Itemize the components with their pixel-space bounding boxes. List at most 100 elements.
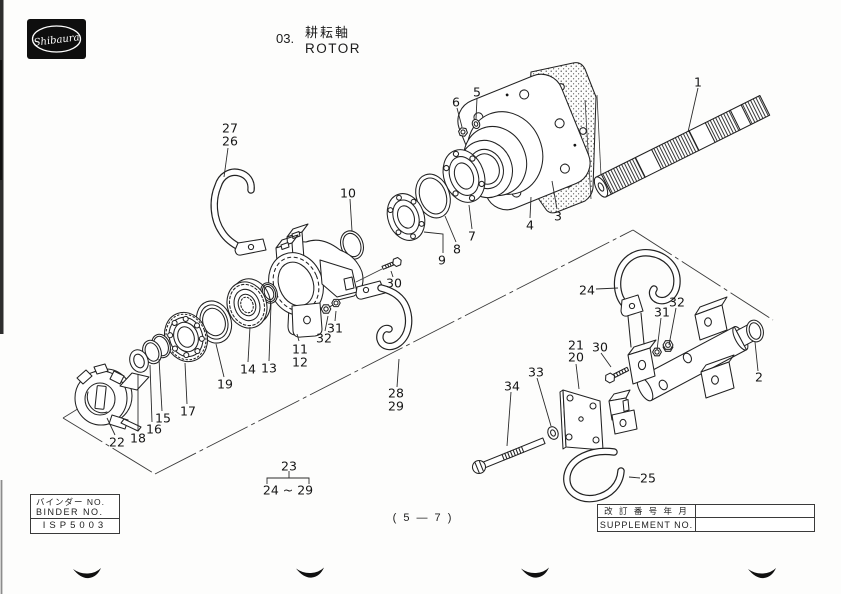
part-bearing-9 [386,193,426,241]
leader-line [475,97,478,120]
part-gear-14 [226,278,272,329]
leader-line [334,310,337,322]
part-oring-2 [746,319,764,343]
callout-number: 9 [438,253,446,268]
callout-number: 16 [146,422,162,437]
callout-number: 24 [579,283,595,298]
callout-number: 30 [386,276,402,291]
callout-number: 1 [694,75,702,90]
callout-number: 25 [640,471,656,486]
leader-line [551,180,558,210]
leader-line [266,477,310,484]
callout-number: 22 [109,435,125,450]
page-title-japanese: 耕耘軸 [305,25,351,40]
supplement-label-japanese: 改 訂 番 号 年 月 [598,505,696,518]
callout-number: 5 [473,85,481,100]
page-number: ( 5 — 7 ) [392,512,454,524]
callout-number: 21 [568,338,584,353]
callout-number: 32 [316,331,332,346]
callout-number: 32 [669,295,685,310]
leader-line [349,198,353,232]
part-clamp-blocks [608,389,638,435]
binder-labels: バインダー NO. BINDER NO. [31,495,119,519]
part-rotor-shaft-1 [593,94,771,198]
supplement-value-top-cell [696,505,814,518]
leader-line [296,333,300,342]
callout-number: 4 [526,218,534,233]
leader-line [687,87,699,133]
leader-line [444,215,457,243]
callout-number: 34 [504,379,520,394]
part-mount-plate-20-21 [559,389,604,451]
callout-number: 13 [261,361,277,376]
callout-number: 15 [155,411,171,426]
part-nut-31-left [331,298,341,308]
binder-label-english: BINDER NO. [36,507,104,517]
callout-number: 31 [654,305,670,320]
part-nut-32-right [662,340,674,352]
supplement-number-box: 改 訂 番 号 年 月 SUPPLEMENT NO. [597,504,815,532]
part-bolt-30-left [381,256,402,270]
callout-number: 18 [130,431,146,446]
leader-line [184,362,188,405]
leader-line [390,270,394,278]
callout-number: 24 ~ 29 [263,483,313,498]
callout-labels: 1234567891011121314151617181920212224252… [106,75,763,498]
part-washer-33 [547,426,559,440]
part-snap-ring-10 [340,230,364,260]
leader-line [656,317,662,351]
leader-line [754,341,759,372]
supplement-label-english: SUPPLEMENT NO. [598,518,696,531]
callout-number: 10 [340,186,356,201]
leader-line [595,287,619,290]
leader-line [536,377,552,427]
binder-number-box: バインダー NO. BINDER NO. ISP5003 [30,494,120,534]
callout-number: 19 [217,377,233,392]
callout-number: 14 [240,362,256,377]
part-pipe-holder [627,296,761,402]
callout-number: 11 [292,342,308,357]
callout-number: 6 [452,95,460,110]
leader-line [223,147,229,178]
supplement-value-bottom-cell [696,518,814,531]
part-bolt-34 [471,437,546,475]
binder-label-japanese: バインダー NO. [36,497,105,507]
part-washer-5 [471,118,481,130]
callout-number: 31 [327,321,343,336]
leader-line [506,391,512,447]
callout-number: 17 [180,404,196,419]
leader-line [247,326,251,363]
logo-text: Shibaura [33,32,80,49]
callout-number: 12 [292,355,308,370]
part-nut-31-right [652,347,662,357]
leader-line [324,315,329,332]
binder-number-value: ISP5003 [42,520,108,531]
part-bearing-17 [163,311,209,363]
leader-line [600,352,612,368]
leader-line [628,476,641,479]
callout-number: 28 [388,386,404,401]
leader-line [575,363,580,390]
part-washer-18 [129,349,149,373]
shibaura-logo-art: Shibaura [31,25,82,53]
leader-line [668,307,677,346]
callout-number: 29 [388,399,404,414]
callout-number: 23 [281,459,297,474]
leader-line [423,231,444,253]
callout-number: 26 [222,134,238,149]
part-hook-25 [563,447,625,503]
part-nut-6 [458,127,468,137]
shibaura-logo: Shibaura [27,19,86,59]
part-nut-32-left [320,304,332,314]
leader-line [268,303,272,362]
leader-line [158,358,163,412]
callout-number: 27 [222,121,238,136]
leader-line [468,204,473,230]
part-hook-24 [613,249,681,348]
part-bearing-7 [442,149,486,203]
callout-number: 20 [568,350,584,365]
leader-line [106,417,116,436]
leader-line [529,196,532,219]
